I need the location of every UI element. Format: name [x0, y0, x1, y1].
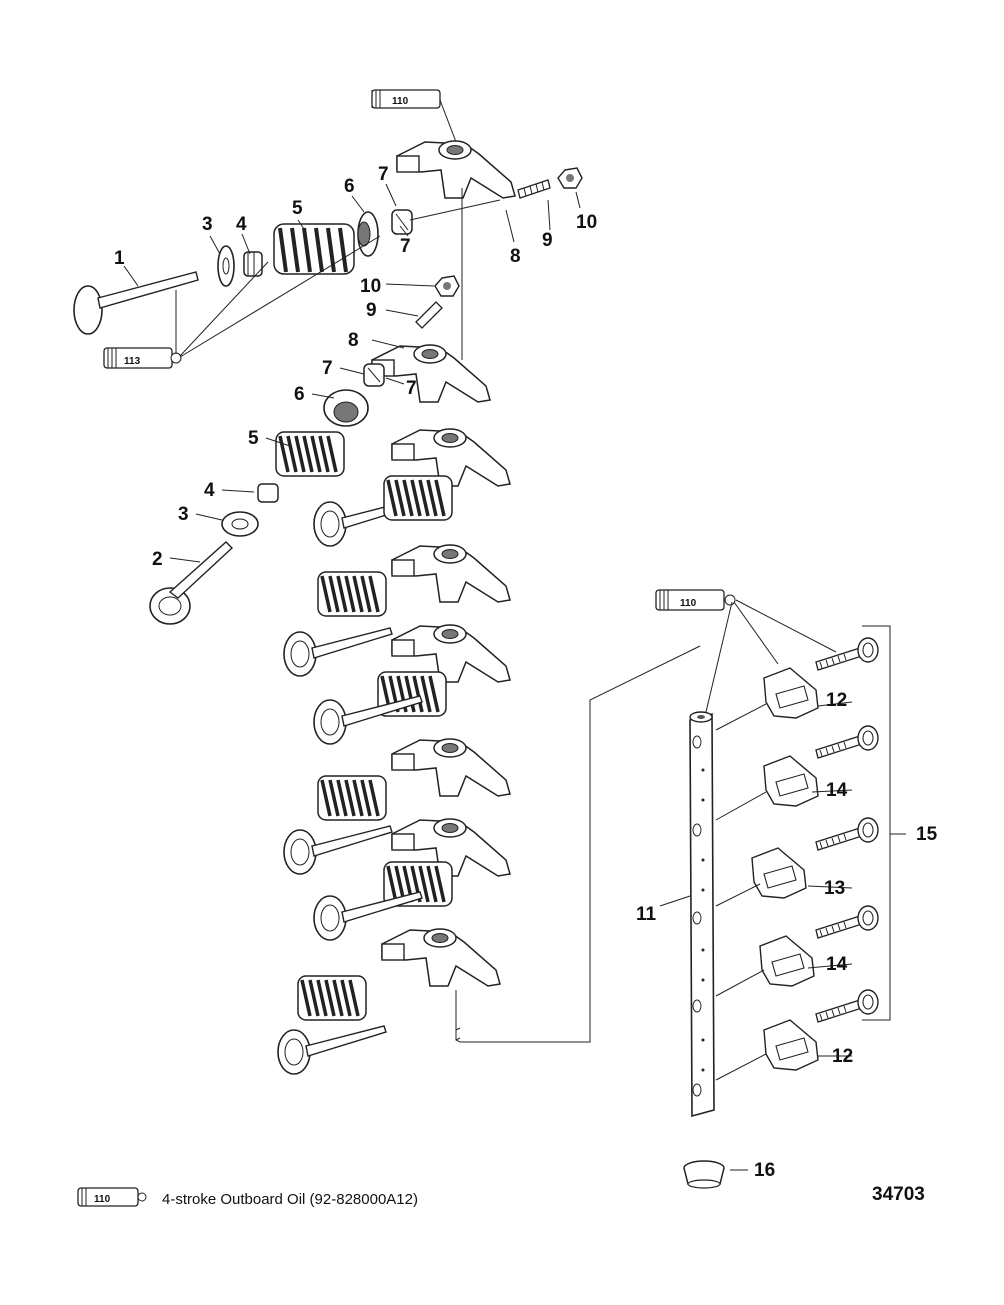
callout-12: 12	[826, 690, 847, 711]
plug-16	[683, 1160, 725, 1189]
spring-stack-1	[382, 474, 454, 522]
callout-3: 3	[202, 214, 213, 235]
leader-line	[439, 99, 457, 143]
bolt-15-4	[815, 905, 879, 939]
tube-label-left: 113	[124, 356, 141, 367]
callout-9: 9	[542, 230, 553, 251]
tube-110-legend: 110	[77, 1187, 147, 1207]
callout-7: 7	[378, 164, 389, 185]
callout-9: 9	[366, 300, 377, 321]
spring-5-mid	[274, 430, 346, 478]
tube-110-right: 110	[655, 589, 736, 611]
callout-8: 8	[348, 330, 359, 351]
callout-12: 12	[832, 1046, 853, 1067]
callout-10: 10	[360, 276, 381, 297]
callout-11: 11	[636, 904, 657, 925]
spring-stack-2	[316, 570, 388, 618]
valve-stack-4	[283, 825, 393, 875]
callout-15: 15	[916, 824, 938, 845]
adjust-screw-9-top	[517, 179, 551, 199]
valve-stack-3	[313, 695, 423, 745]
legend: 110 4-stroke Outboard Oil (92-828000A12)	[77, 1187, 418, 1208]
callout-5: 5	[248, 428, 259, 449]
washer-3-top	[217, 245, 235, 287]
tube-110-top: 110	[371, 89, 441, 109]
drawing-number: 34703	[872, 1184, 925, 1205]
seal-4-mid	[257, 483, 279, 503]
callout-7: 7	[406, 378, 417, 399]
leader-line	[715, 703, 767, 1081]
rocker-arm-stack-2	[391, 544, 511, 603]
tube-113: 113	[103, 347, 182, 369]
bracket-14-top	[763, 755, 819, 807]
spring-5-top	[273, 223, 355, 275]
adjust-screw-9-mid	[415, 301, 443, 329]
callout-7: 7	[322, 358, 333, 379]
callout-7: 7	[400, 236, 411, 257]
callout-4: 4	[236, 214, 247, 235]
valve-stack-2	[283, 627, 393, 677]
retainer-6-mid	[323, 389, 369, 427]
bracket-12-top	[763, 667, 819, 719]
leader-line	[705, 599, 837, 713]
callout-13: 13	[824, 878, 845, 899]
callout-5: 5	[292, 198, 303, 219]
bracket-line	[455, 1027, 461, 1041]
bolt-15-1	[815, 637, 879, 671]
bolt-15-5	[815, 989, 879, 1023]
bracket-13	[751, 847, 807, 899]
valve-1	[73, 271, 199, 335]
seal-4-top	[243, 251, 263, 277]
callout-6: 6	[344, 176, 355, 197]
bolt-group-bracket	[862, 625, 906, 1021]
callout-14: 14	[826, 954, 848, 975]
callout-10: 10	[576, 212, 597, 233]
rocker-arm-stack-4	[391, 738, 511, 797]
rocker-arm-stack-6	[381, 928, 501, 987]
callout-3: 3	[178, 504, 189, 525]
rocker-shaft-11	[689, 711, 715, 1118]
callout-leaders	[123, 183, 853, 1171]
nut-10-mid	[434, 275, 460, 297]
bracket-12-bottom	[763, 1019, 819, 1071]
callout-1: 1	[114, 248, 125, 269]
washer-3-mid	[221, 511, 259, 537]
bracket-14-bottom	[759, 935, 815, 987]
bolt-15-3	[815, 817, 879, 851]
keeper-7-mid	[363, 363, 385, 387]
bolt-15-2	[815, 725, 879, 759]
retainer-6-top	[357, 211, 379, 257]
bracket-line	[455, 645, 701, 1043]
valve-stack-6	[277, 1025, 387, 1075]
rocker-arm-top	[396, 140, 516, 199]
callout-6: 6	[294, 384, 305, 405]
callout-2: 2	[152, 549, 163, 570]
callout-14: 14	[826, 780, 848, 801]
keeper-7-top	[391, 209, 413, 235]
callout-8: 8	[510, 246, 521, 267]
callout-4: 4	[204, 480, 215, 501]
tube-label-legend: 110	[94, 1194, 111, 1205]
leader-line	[175, 235, 381, 358]
spring-stack-6	[296, 974, 368, 1022]
callout-16: 16	[754, 1160, 775, 1181]
nut-10-top	[557, 167, 583, 189]
valve-2	[149, 541, 234, 625]
rocker-arm-8	[371, 344, 491, 403]
legend-text: 4-stroke Outboard Oil (92-828000A12)	[162, 1191, 418, 1208]
leader-line	[409, 199, 501, 221]
tube-label-right: 110	[680, 598, 697, 609]
tube-label-top: 110	[392, 96, 409, 107]
spring-stack-4	[316, 774, 388, 822]
